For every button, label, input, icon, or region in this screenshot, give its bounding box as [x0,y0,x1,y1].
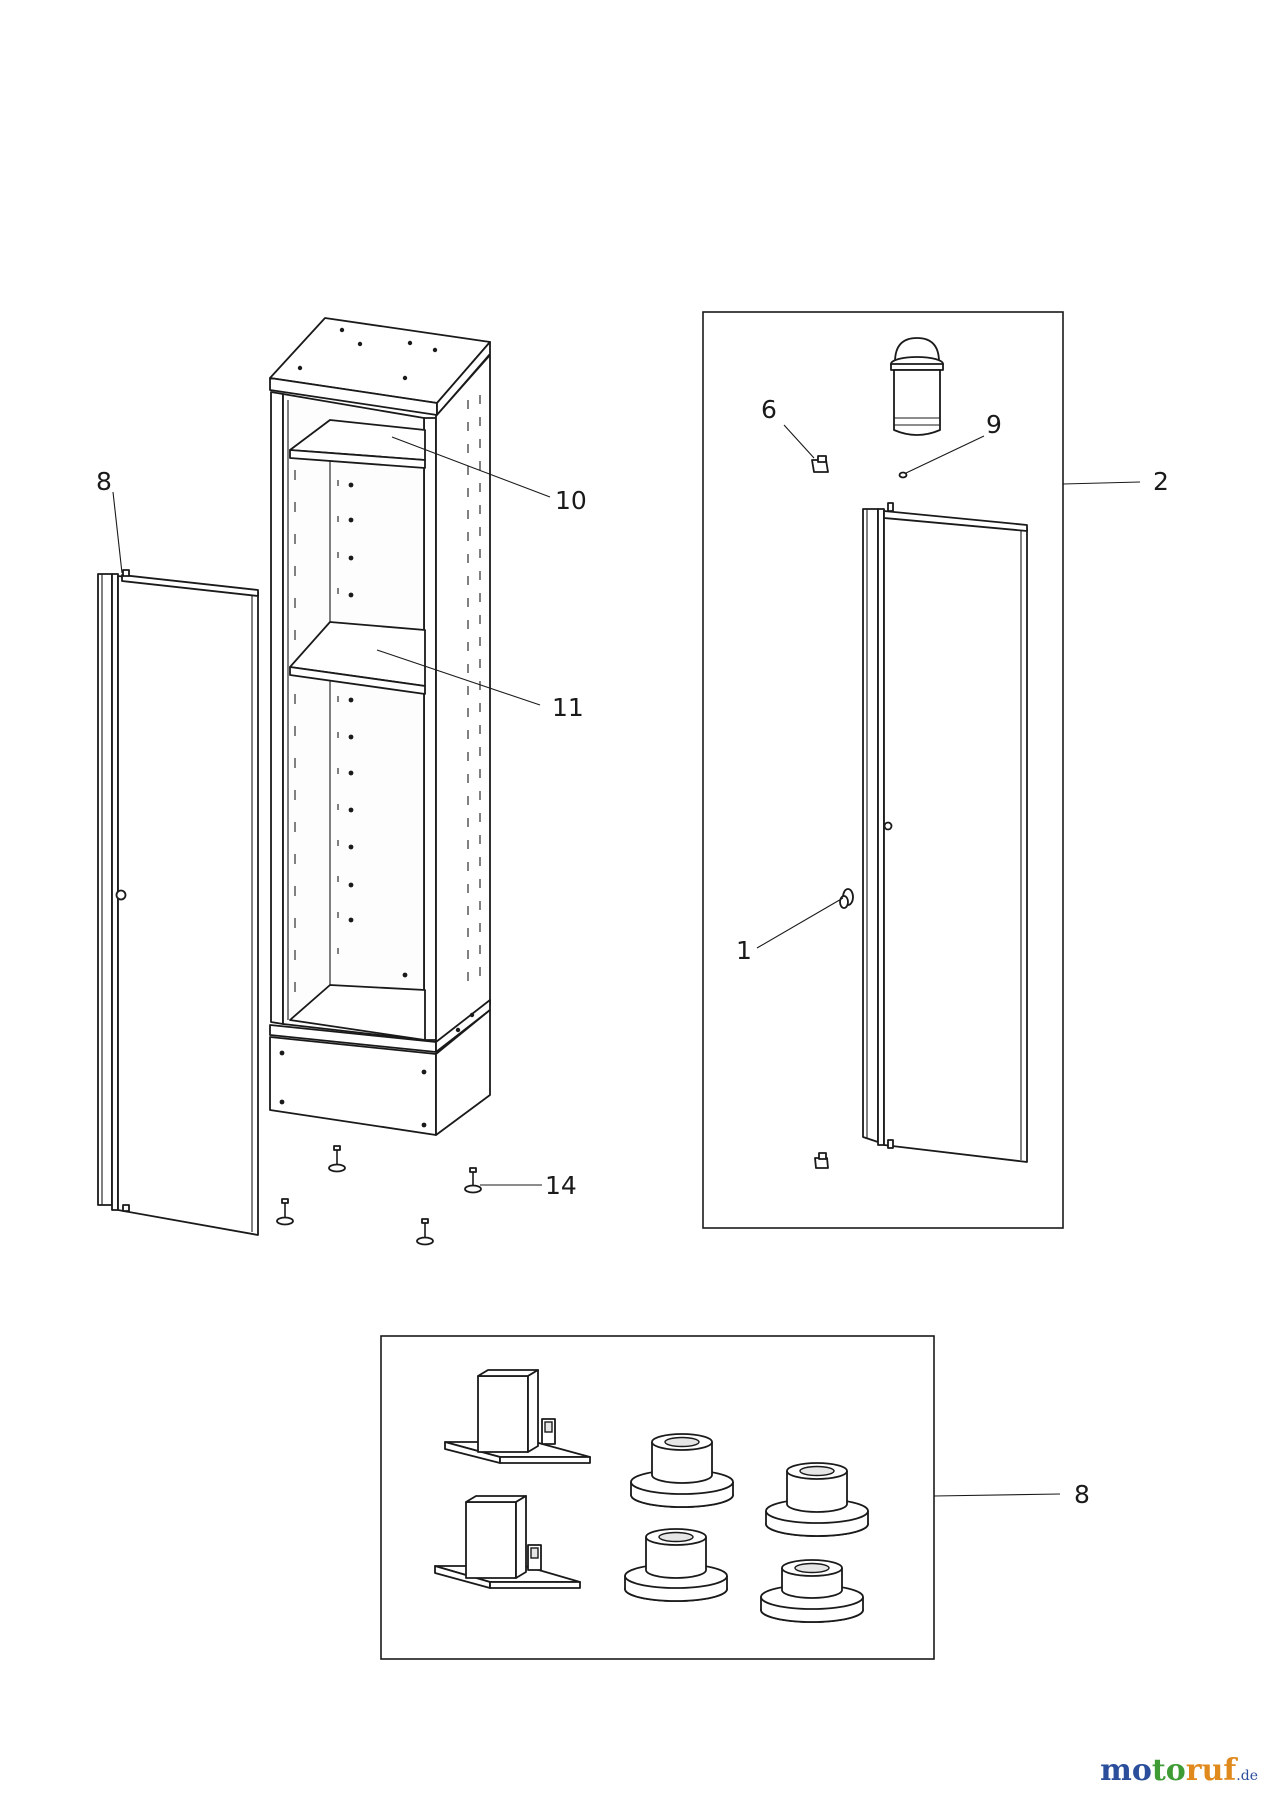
round-foot-2 [765,1462,869,1537]
logo-part-3: ruf [1185,1753,1237,1788]
middle-shelf [289,621,426,695]
logo-tld: .de [1236,1768,1258,1784]
round-foot-1 [630,1433,734,1508]
cabinet-plinth [269,999,491,1136]
left-door [97,569,259,1236]
hinge-clip [811,455,829,473]
leader-lines [112,424,1141,1497]
lock-cylinder [890,337,944,436]
callout-shelf-top: 10 [555,486,587,515]
top-shelf [289,419,426,469]
callout-lock: 1 [736,936,752,965]
door-assembly-box [702,311,1064,1229]
foot-kit-box [380,1335,935,1660]
bracket-foot-upper [444,1369,591,1464]
brand-logo: motoruf.de [1100,1753,1258,1788]
leveling-feet [276,1145,482,1246]
lower-hinge-clip [814,1152,829,1169]
logo-part-2: to [1151,1753,1186,1788]
door-pin [898,471,908,479]
callout-shelf-mid: 11 [552,693,584,722]
callout-foot: 14 [545,1171,577,1200]
logo-part-1: mo [1100,1753,1152,1788]
right-door [862,502,1028,1163]
callout-door-left: 8 [96,467,112,496]
round-foot-4 [760,1559,864,1623]
callout-hinge-clip: 6 [761,395,777,424]
back-panel-slots [294,470,339,1010]
callout-pin: 9 [986,410,1002,439]
round-foot-3 [624,1528,728,1602]
bracket-foot-lower [434,1495,581,1589]
callout-foot-kit: 8 [1074,1480,1090,1509]
callout-labels: 8 10 11 14 6 9 2 1 8 [96,395,1169,1509]
right-panel-slots [467,395,481,990]
callout-door-assembly: 2 [1153,467,1169,496]
cabinet-body [269,317,491,1136]
